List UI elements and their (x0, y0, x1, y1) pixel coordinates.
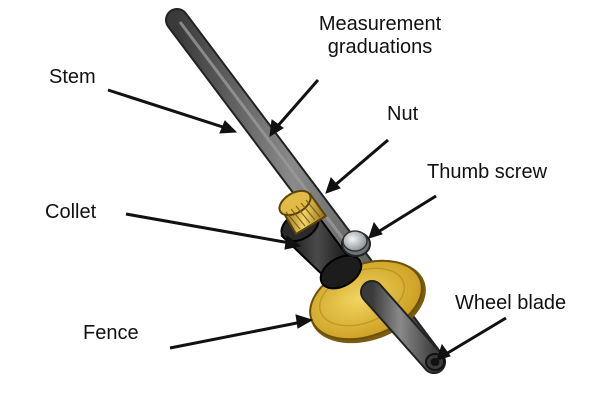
measurement-arrow (269, 79, 320, 137)
label-thumb-screw: Thumb screw (427, 161, 548, 183)
nut-arrow (325, 138, 389, 194)
collet-arrow (125, 212, 302, 250)
label-collet: Collet (45, 201, 97, 223)
label-stem: Stem (49, 66, 96, 88)
nut (278, 189, 328, 236)
label-wheel-blade: Wheel blade (455, 292, 567, 314)
label-measurement-graduations: Measurement graduations (318, 13, 442, 58)
wheel-blade-arrow (436, 316, 507, 361)
label-nut: Nut (387, 103, 419, 125)
label-fence: Fence (83, 322, 139, 344)
thumb-screw-arrow (368, 194, 437, 239)
leader-arrows (107, 79, 507, 361)
fence-arrow (169, 314, 314, 350)
thumb-screw (341, 230, 371, 257)
stem-arrow (107, 88, 238, 134)
